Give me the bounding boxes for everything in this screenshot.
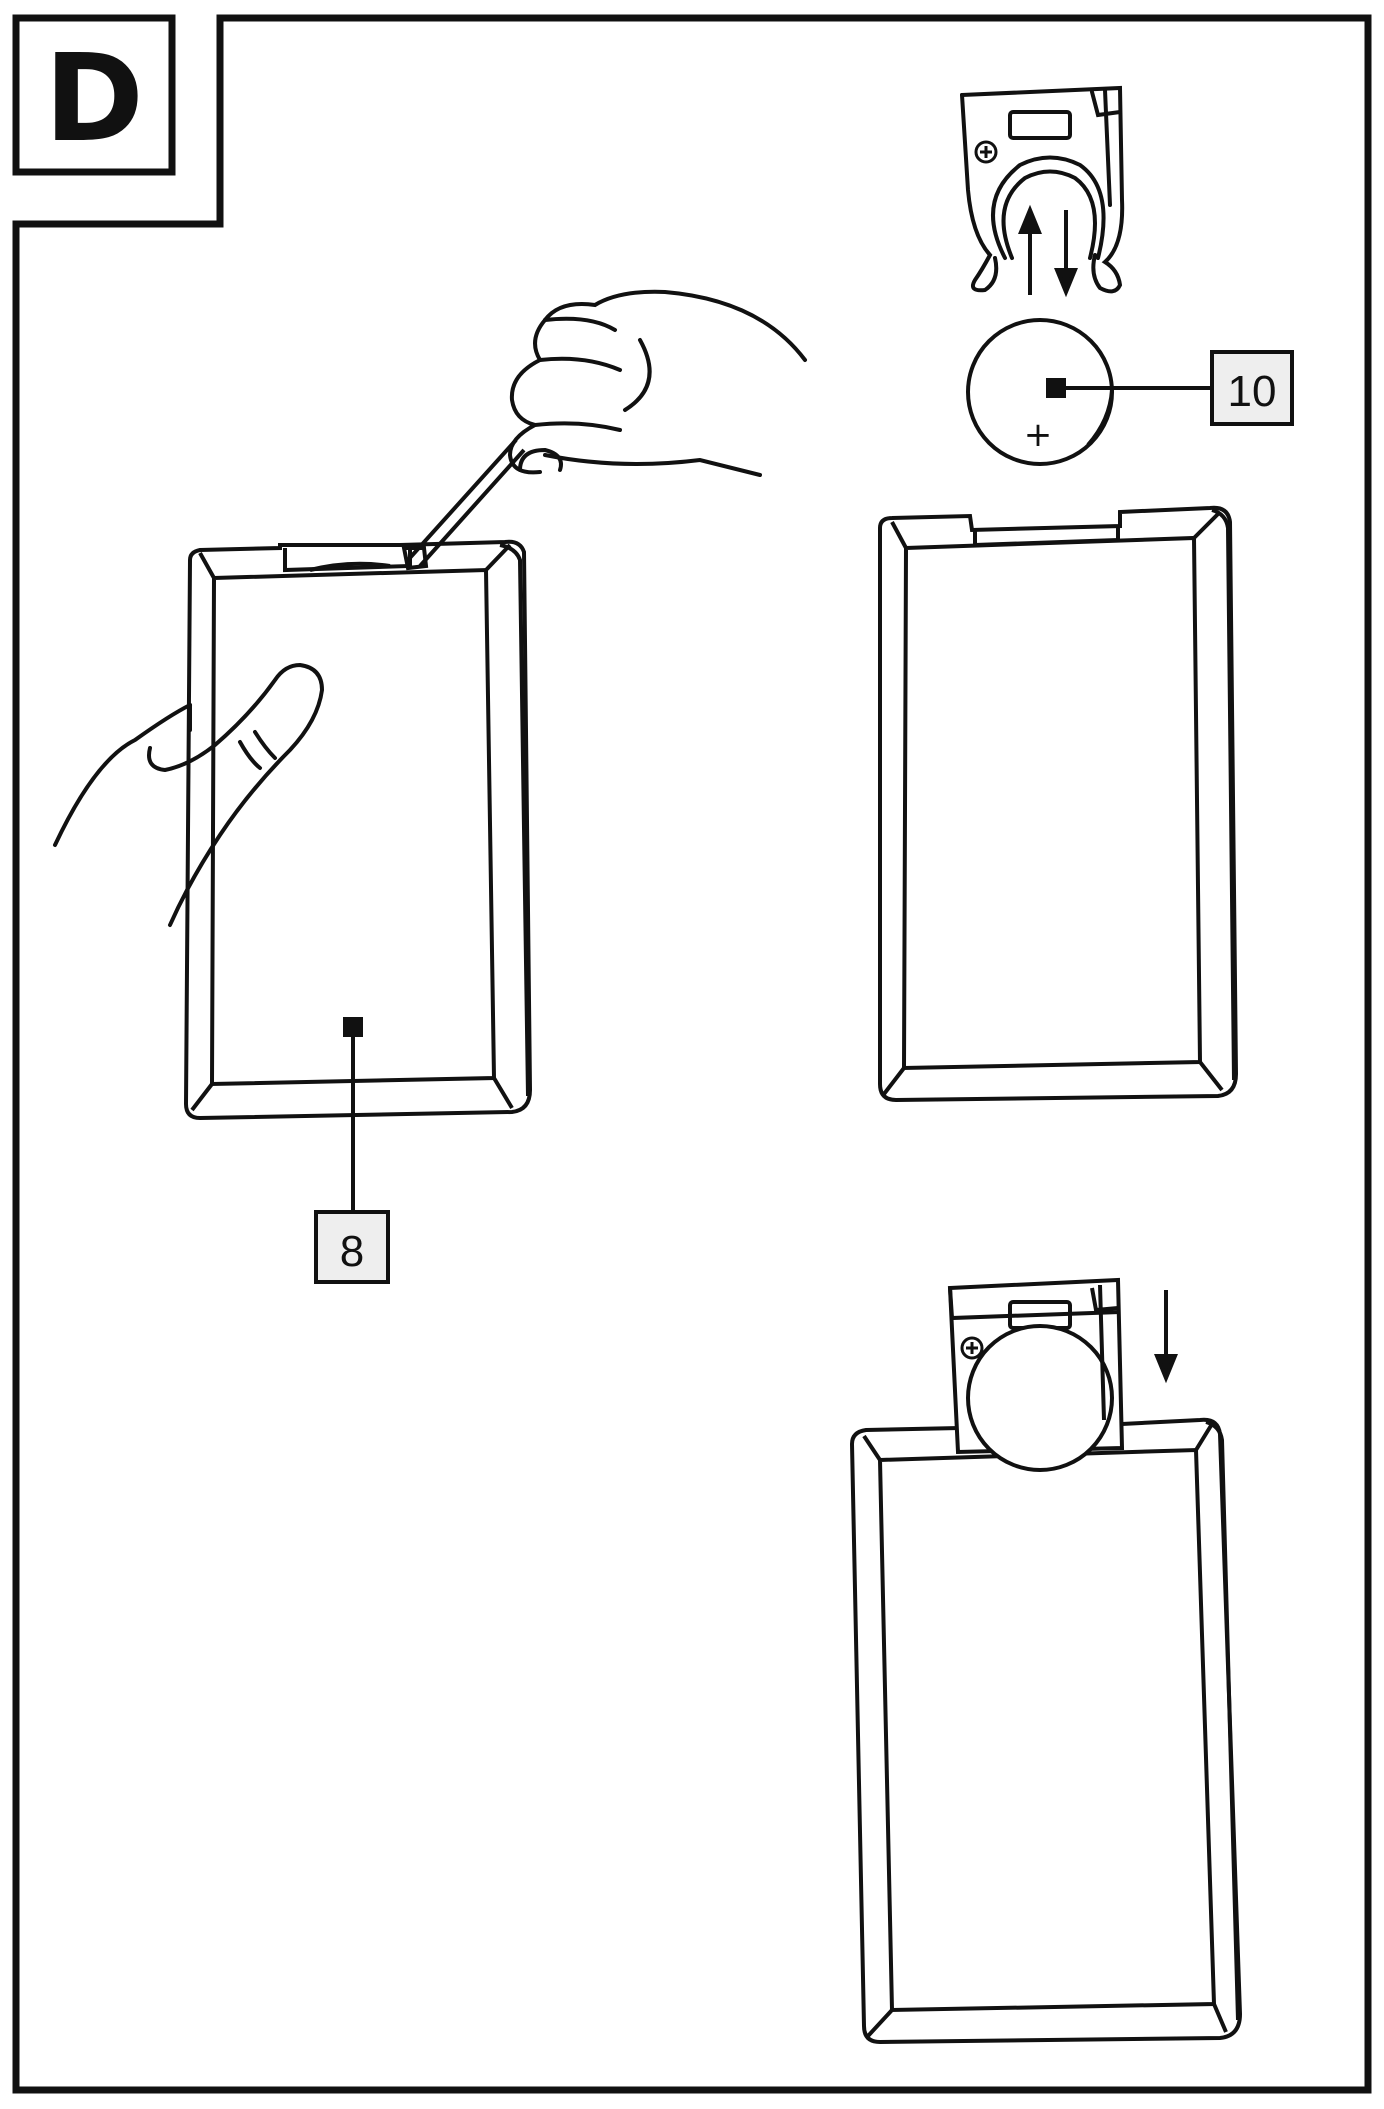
- callout-number: 10: [1228, 367, 1277, 416]
- remote-control-body: [183, 539, 533, 1121]
- battery-polarity: +: [1024, 415, 1053, 455]
- callout-10: 10: [1046, 350, 1294, 426]
- battery-holder-icon: [947, 1277, 1125, 1472]
- diagram-frame: [12, 14, 1372, 2094]
- callout-8: 8: [314, 1017, 390, 1284]
- callout-number: 8: [340, 1227, 364, 1276]
- remote-control-body: [878, 505, 1239, 1103]
- section-label: D: [12, 14, 176, 176]
- arrow-up-icon: [1018, 204, 1042, 295]
- arrow-down-icon: [1054, 210, 1078, 298]
- section-letter: D: [44, 30, 144, 169]
- screw-icon: [974, 140, 998, 164]
- screw-icon: [960, 1336, 984, 1360]
- remote-control-body: [849, 1417, 1243, 2045]
- screwdriver-icon: [401, 438, 526, 571]
- arrow-down-icon: [1154, 1290, 1178, 1384]
- coin-cell-battery-icon: +: [966, 318, 1114, 466]
- hand-icon: [507, 289, 807, 477]
- hand-icon: [53, 662, 325, 927]
- battery-holder-icon: [960, 85, 1125, 294]
